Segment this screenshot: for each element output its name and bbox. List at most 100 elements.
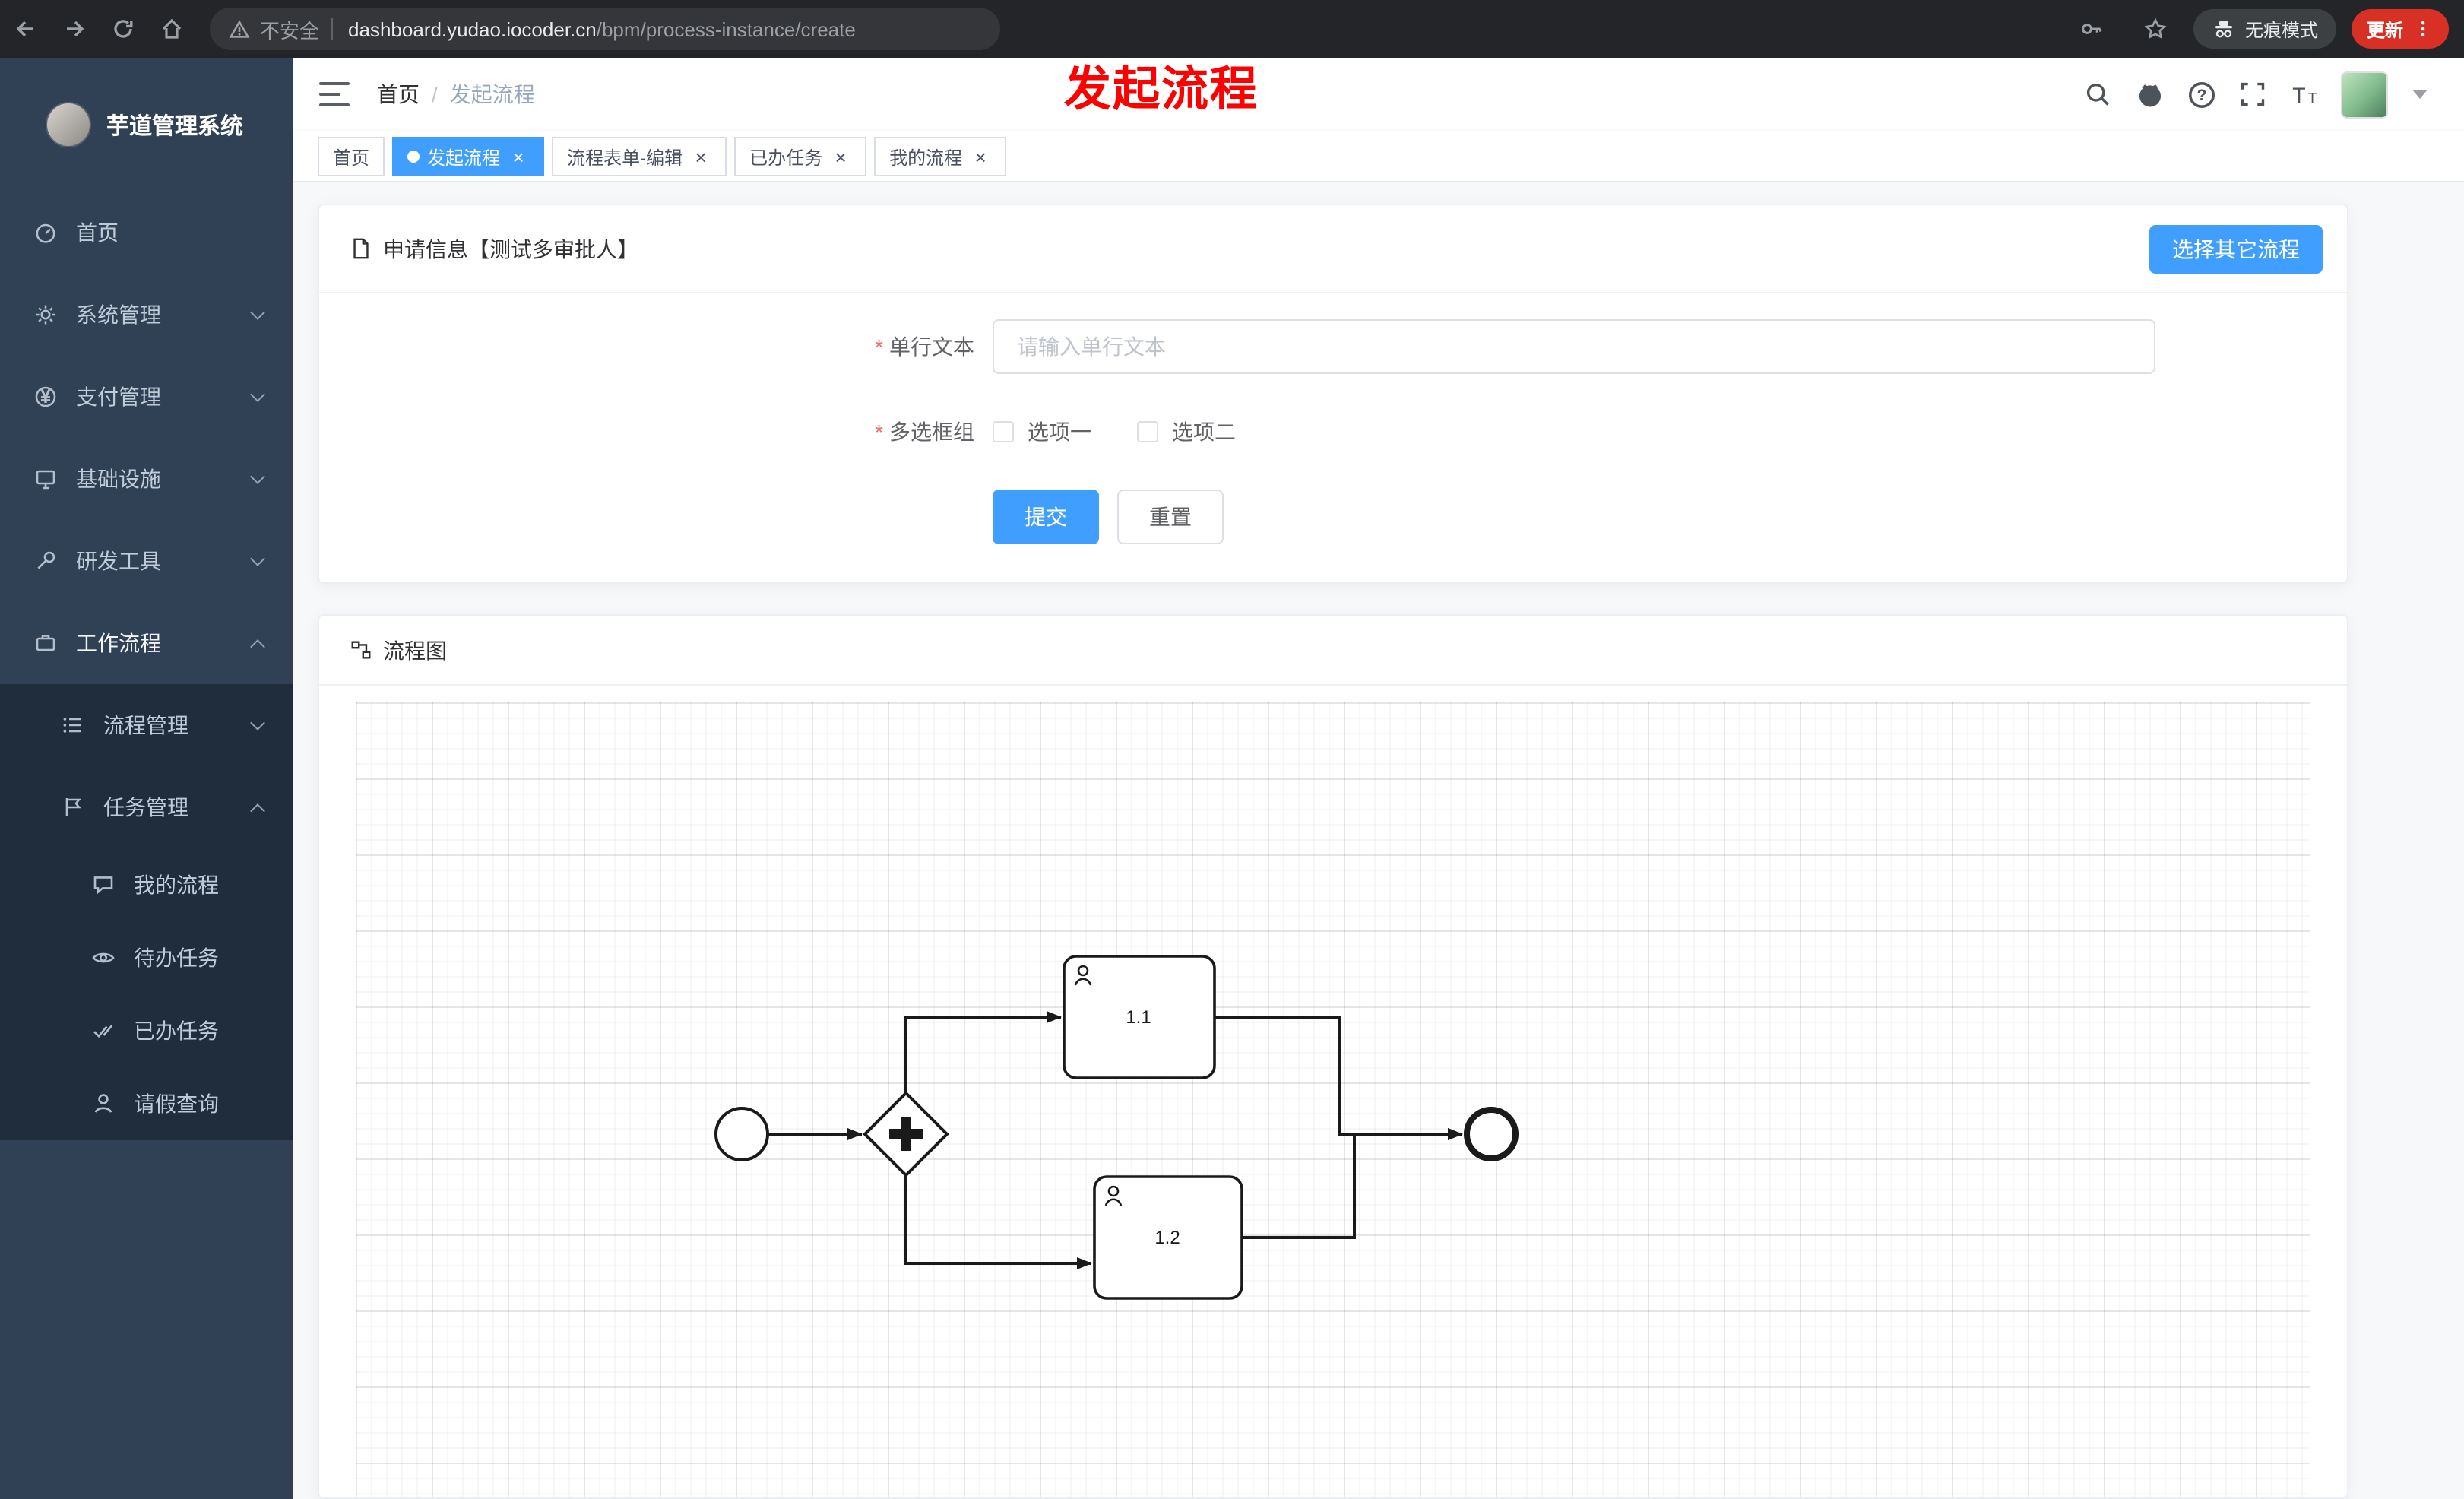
sidebar-item-leave-query[interactable]: 请假查询 bbox=[0, 1067, 293, 1140]
checkbox-option-1[interactable]: 选项一 bbox=[993, 417, 1091, 447]
sidebar-item-dev-tools[interactable]: 研发工具 bbox=[0, 520, 293, 602]
eye-icon bbox=[92, 952, 115, 963]
sidebar-item-system-management[interactable]: 系统管理 bbox=[0, 274, 293, 356]
document-icon bbox=[353, 238, 369, 259]
bpmn-canvas[interactable]: 1.1 1.2 bbox=[356, 702, 2310, 1497]
plus-icon bbox=[889, 1117, 923, 1151]
form-card-header: 申请信息【测试多审批人】 bbox=[319, 205, 2347, 293]
sidebar-item-infrastructure[interactable]: 基础设施 bbox=[0, 438, 293, 520]
user-task-1-1-node[interactable] bbox=[1063, 955, 1216, 1079]
chevron-up-icon bbox=[250, 639, 265, 654]
arrow-left-icon bbox=[16, 21, 33, 37]
sidebar-item-home[interactable]: 首页 bbox=[0, 192, 293, 274]
sidebar-item-label: 首页 bbox=[76, 220, 119, 245]
svg-text:?: ? bbox=[2196, 85, 2206, 103]
sidebar-logo[interactable]: 芋道管理系统 bbox=[0, 58, 293, 192]
tools-icon bbox=[37, 551, 55, 569]
flow-gateway-to-task-1-2[interactable] bbox=[904, 1175, 1092, 1269]
browser-back-button[interactable] bbox=[3, 6, 49, 52]
bookmark-button[interactable] bbox=[2133, 6, 2178, 52]
user-avatar[interactable] bbox=[2341, 71, 2388, 118]
tab-label: 已办任务 bbox=[749, 147, 823, 168]
breadcrumb-home[interactable]: 首页 bbox=[377, 82, 420, 106]
sidebar-item-payment-management[interactable]: ¥ 支付管理 bbox=[0, 356, 293, 438]
flow-task-1-2-to-end[interactable] bbox=[1242, 1128, 1463, 1239]
help-button[interactable]: ? bbox=[2186, 79, 2216, 109]
tab-home[interactable]: 首页 bbox=[318, 137, 385, 176]
tab-my-processes[interactable]: 我的流程 × bbox=[874, 137, 1007, 176]
form-row-single-text: * 单行文本 bbox=[319, 319, 2347, 374]
chevron-down-icon bbox=[250, 469, 265, 484]
sidebar-item-label: 研发工具 bbox=[76, 549, 161, 573]
sidebar-item-workflow[interactable]: 工作流程 bbox=[0, 602, 293, 684]
close-icon[interactable]: × bbox=[835, 145, 847, 168]
not-secure-warning-icon bbox=[229, 19, 250, 37]
chat-icon bbox=[93, 876, 113, 895]
field-label: * 单行文本 bbox=[875, 334, 974, 359]
browser-update-button[interactable]: 更新 bbox=[2351, 9, 2449, 49]
close-icon[interactable]: × bbox=[695, 145, 707, 168]
search-button[interactable] bbox=[2082, 79, 2113, 109]
close-icon[interactable]: × bbox=[512, 145, 524, 168]
reset-button[interactable]: 重置 bbox=[1117, 490, 1224, 544]
browser-home-button[interactable] bbox=[149, 6, 195, 52]
checkbox-icon[interactable] bbox=[1137, 421, 1158, 442]
sidebar-item-task-management[interactable]: 任务管理 bbox=[0, 766, 293, 848]
help-icon: ? bbox=[2188, 81, 2214, 107]
start-event-node[interactable] bbox=[714, 1107, 769, 1161]
user-task-1-2-node[interactable] bbox=[1093, 1175, 1243, 1300]
browser-forward-button[interactable] bbox=[52, 6, 97, 52]
double-check-icon bbox=[93, 1025, 113, 1038]
single-text-input[interactable] bbox=[993, 319, 2155, 374]
breadcrumb-separator: / bbox=[432, 82, 438, 106]
security-label[interactable]: 不安全 bbox=[260, 19, 320, 42]
select-other-process-button[interactable]: 选择其它流程 bbox=[2149, 225, 2323, 274]
github-button[interactable] bbox=[2134, 79, 2165, 109]
fullscreen-button[interactable] bbox=[2238, 79, 2268, 109]
sidebar-item-label: 待办任务 bbox=[134, 946, 219, 970]
gear-icon bbox=[36, 305, 55, 325]
url-domain[interactable]: dashboard.yudao.iocoder.cn bbox=[348, 17, 597, 40]
tab-done-tasks[interactable]: 已办任务 × bbox=[734, 137, 867, 176]
diagram-card-title: 流程图 bbox=[383, 638, 447, 662]
sidebar-item-label: 请假查询 bbox=[134, 1092, 219, 1116]
avatar-caret-icon[interactable] bbox=[2412, 90, 2428, 99]
sidebar-item-todo-tasks[interactable]: 待办任务 bbox=[0, 921, 293, 994]
form-row-checkbox-group: * 多选框组 选项一 选项二 bbox=[319, 404, 2347, 459]
incognito-icon bbox=[2215, 21, 2232, 38]
tab-process-form-edit[interactable]: 流程表单-编辑 × bbox=[552, 137, 727, 176]
breadcrumb-current: 发起流程 bbox=[449, 82, 535, 106]
infrastructure-icon bbox=[36, 470, 55, 490]
sidebar-item-done-tasks[interactable]: 已办任务 bbox=[0, 994, 293, 1067]
flow-gateway-to-task-1-1[interactable] bbox=[904, 1011, 1062, 1093]
sidebar-item-my-processes[interactable]: 我的流程 bbox=[0, 848, 293, 921]
browser-reload-button[interactable] bbox=[100, 6, 146, 52]
tab-create-process[interactable]: 发起流程 × bbox=[392, 137, 545, 176]
sidebar-item-label: 系统管理 bbox=[76, 303, 161, 327]
browser-toolbar: 不安全 dashboard.yudao.iocoder.cn/bpm/proce… bbox=[0, 0, 2464, 58]
checkbox-icon[interactable] bbox=[993, 421, 1014, 442]
submit-button[interactable]: 提交 bbox=[993, 490, 1099, 544]
app-title: 芋道管理系统 bbox=[106, 113, 244, 139]
flowchart-icon bbox=[351, 641, 371, 659]
url-path[interactable]: /bpm/process-instance/create bbox=[596, 17, 856, 40]
fullscreen-icon bbox=[2241, 82, 2265, 106]
incognito-badge[interactable]: 无痕模式 bbox=[2193, 9, 2336, 49]
application-info-card: 申请信息【测试多审批人】 选择其它流程 * 单行文本 bbox=[318, 204, 2348, 584]
address-bar[interactable]: 不安全 dashboard.yudao.iocoder.cn/bpm/proce… bbox=[210, 8, 1000, 50]
sidebar-item-process-management[interactable]: 流程管理 bbox=[0, 684, 293, 766]
flow-task-1-1-to-end[interactable] bbox=[1215, 1016, 1463, 1140]
sidebar-item-label: 流程管理 bbox=[103, 713, 188, 737]
end-event-node[interactable] bbox=[1464, 1107, 1519, 1161]
reload-icon bbox=[114, 20, 133, 38]
payment-icon: ¥ bbox=[35, 385, 56, 407]
password-manager-button[interactable] bbox=[2069, 6, 2114, 52]
checkbox-option-2[interactable]: 选项二 bbox=[1137, 417, 1236, 447]
chevron-down-icon bbox=[250, 715, 265, 730]
close-icon[interactable]: × bbox=[974, 145, 987, 168]
workflow-icon bbox=[36, 635, 55, 651]
sidebar-collapse-button[interactable] bbox=[319, 82, 350, 106]
tab-label: 我的流程 bbox=[889, 147, 963, 168]
